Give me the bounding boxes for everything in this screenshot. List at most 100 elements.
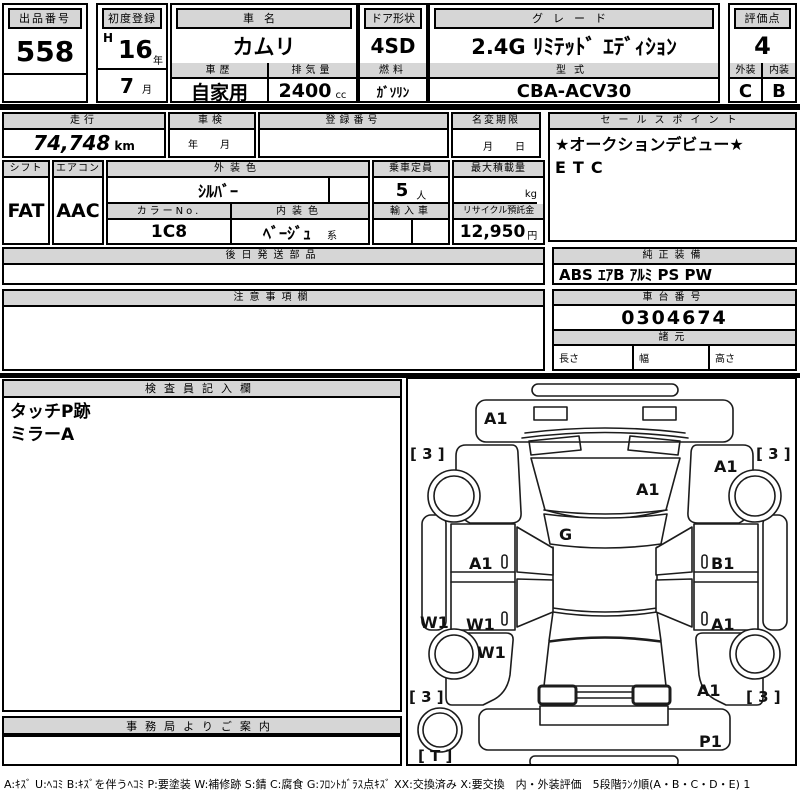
- inspector-notes-label: 検査員記入欄: [4, 381, 400, 398]
- interior-grade-value: B: [772, 80, 786, 102]
- interior-grade-cell: 内装 B: [763, 63, 795, 102]
- max-load-unit: kg: [524, 189, 537, 200]
- later-parts-label: 後日発送部品: [4, 249, 543, 265]
- displacement-cell: 排気量 2400 cc: [269, 63, 356, 102]
- windshield-shape: [543, 513, 668, 549]
- first-registration-month: 7: [120, 74, 134, 98]
- aircon-label: エアコン: [54, 162, 102, 178]
- score-box: 評価点 4 外装 C 内装 B: [728, 3, 797, 103]
- month-unit: 月: [142, 85, 152, 96]
- tire-marking-front-left: [ 3 ]: [410, 445, 445, 463]
- divider-bar-middle: [0, 373, 800, 378]
- shift-value: FAT: [7, 199, 45, 222]
- first-registration-label: 初度登録: [102, 8, 162, 29]
- spare-tire-marking: [ T ]: [418, 747, 452, 764]
- first-registration-year-cell: H 16 年: [98, 29, 166, 70]
- damage-marking-front-bumper: A1: [484, 409, 508, 428]
- tire-marking-rear-left: [ 3 ]: [409, 688, 444, 706]
- damage-marking-windshield: G: [559, 525, 572, 544]
- displacement-value: 2400: [278, 80, 332, 102]
- damage-marking-hood: A1: [636, 480, 660, 499]
- headlight-left-shape: [528, 435, 582, 456]
- interior-grade-label: 内装: [763, 63, 795, 79]
- door-handle-icon: [501, 554, 508, 569]
- specs-row: 長さ 幅 高さ: [554, 346, 795, 369]
- damage-marking-right-front-fender: A1: [714, 457, 738, 476]
- exterior-grade-value: C: [738, 80, 753, 102]
- door-handle-icon: [701, 611, 708, 626]
- exterior-grade-cell: 外装 C: [730, 63, 763, 102]
- name-change-value: 月 日: [483, 142, 531, 153]
- damage-marking-left-front-door: A1: [469, 554, 493, 573]
- spec-height-label: 高さ: [715, 354, 735, 365]
- grade-value: 2.4G ﾘﾐﾃｯﾄﾞ ｴﾃﾞｨｼｮﾝ: [471, 35, 677, 59]
- exterior-grade-label: 外装: [730, 63, 761, 79]
- recycle-unit: 円: [527, 231, 538, 242]
- damage-marking-right-rear-door: A1: [711, 615, 735, 634]
- aircon-box: エアコン AAC: [52, 160, 104, 245]
- interior-color-value: ﾍﾞｰｼﾞｭ: [262, 223, 311, 243]
- office-info-content: [2, 735, 402, 766]
- cowl-line: [543, 509, 668, 515]
- front-bumper-shape: [475, 399, 734, 443]
- right-rear-glass-shape: [655, 578, 693, 628]
- spare-tire-inner: [422, 712, 458, 748]
- capacity-value: 5: [395, 179, 409, 201]
- import-cell-divider: [411, 220, 413, 243]
- car-name-box: 車名 カムリ 車歴 自家用 排気量 2400 cc: [170, 3, 358, 104]
- first-registration-box: 初度登録 H 16 年 7 月: [96, 3, 168, 103]
- damage-marking-right-quarter: A1: [697, 681, 721, 700]
- registration-number-value: [260, 130, 447, 156]
- interior-color-label: 内装色: [232, 204, 368, 220]
- sales-points-label: セールスポイント: [550, 114, 795, 130]
- front-grille-left-shape: [533, 406, 568, 421]
- door-shape-label: ドア形状: [364, 8, 422, 29]
- equipment-label: 純正装備: [554, 249, 795, 265]
- shaken-value: 年 月: [188, 139, 236, 151]
- exterior-color-label: 外装色: [108, 162, 368, 178]
- spec-length-label: 長さ: [554, 346, 634, 369]
- cautions-box: 注意事項欄: [2, 289, 545, 371]
- shift-box: シフト FAT: [2, 160, 50, 245]
- door-handle-icon: [501, 611, 508, 626]
- sales-points-box: セールスポイント ★オークションデビュー★ ETC: [548, 112, 797, 242]
- lot-number-box: 出品番号 558: [2, 3, 88, 103]
- grade-label: グレード: [434, 8, 714, 29]
- headlight-right-shape: [627, 435, 681, 456]
- capacity-box: 乗車定員 5 人 輸入車: [372, 160, 450, 245]
- chassis-box: 車台番号 0304674 諸元 長さ 幅 高さ: [552, 289, 797, 371]
- office-info-label: 事務局よりご案内: [2, 716, 402, 735]
- mileage-value: 74,748: [33, 131, 111, 155]
- mileage-box: 走行 74,748 km: [2, 112, 166, 158]
- history-cell: 車歴 自家用: [172, 63, 269, 104]
- model-code-value: CBA-ACV30: [516, 80, 632, 102]
- cautions-label: 注意事項欄: [4, 291, 543, 307]
- inspector-notes-box: 検査員記入欄 タッチP跡 ミラーA: [2, 379, 402, 712]
- inspector-note-line: ミラーA: [10, 425, 75, 445]
- rear-window-top-line: [552, 607, 658, 613]
- spec-width-label: 幅: [634, 346, 710, 369]
- door-shape-value: 4SD: [370, 34, 416, 58]
- shift-label: シフト: [4, 162, 48, 178]
- divider-bar-top: [0, 104, 800, 110]
- grade-box: グレード 2.4G ﾘﾐﾃｯﾄﾞ ｴﾃﾞｨｼｮﾝ 型式 CBA-ACV30: [428, 3, 720, 103]
- left-door-crease-lines: [450, 571, 516, 583]
- tire-marking-rear-right: [ 3 ]: [746, 688, 781, 706]
- tire-marking-front-right: [ 3 ]: [756, 445, 791, 463]
- front-right-wheel-inner: [734, 475, 776, 517]
- tail-light-connector-line: [575, 691, 634, 699]
- car-name-label: 車名: [176, 8, 352, 29]
- max-load-label: 最大積載量: [454, 162, 543, 178]
- car-damage-diagram: A1 [ 3 ] [ 3 ] A1 A1 G A1 B1 W1 W1 A1 W1…: [409, 383, 791, 768]
- import-car-label: 輸入車: [374, 204, 448, 220]
- damage-marking-right-front-door: B1: [711, 554, 734, 573]
- recycle-label: リサイクル預託金: [454, 204, 543, 220]
- damage-marking-left-quarter: W1: [477, 643, 506, 662]
- name-change-box: 名変期限 月 日: [451, 112, 541, 158]
- fuel-cell: 燃料 ｶﾞｿﾘﾝ: [360, 63, 426, 101]
- aircon-value: AAC: [56, 199, 100, 222]
- chassis-value: 0304674: [554, 306, 795, 331]
- score-label: 評価点: [734, 8, 791, 29]
- import-car-value: [374, 220, 448, 243]
